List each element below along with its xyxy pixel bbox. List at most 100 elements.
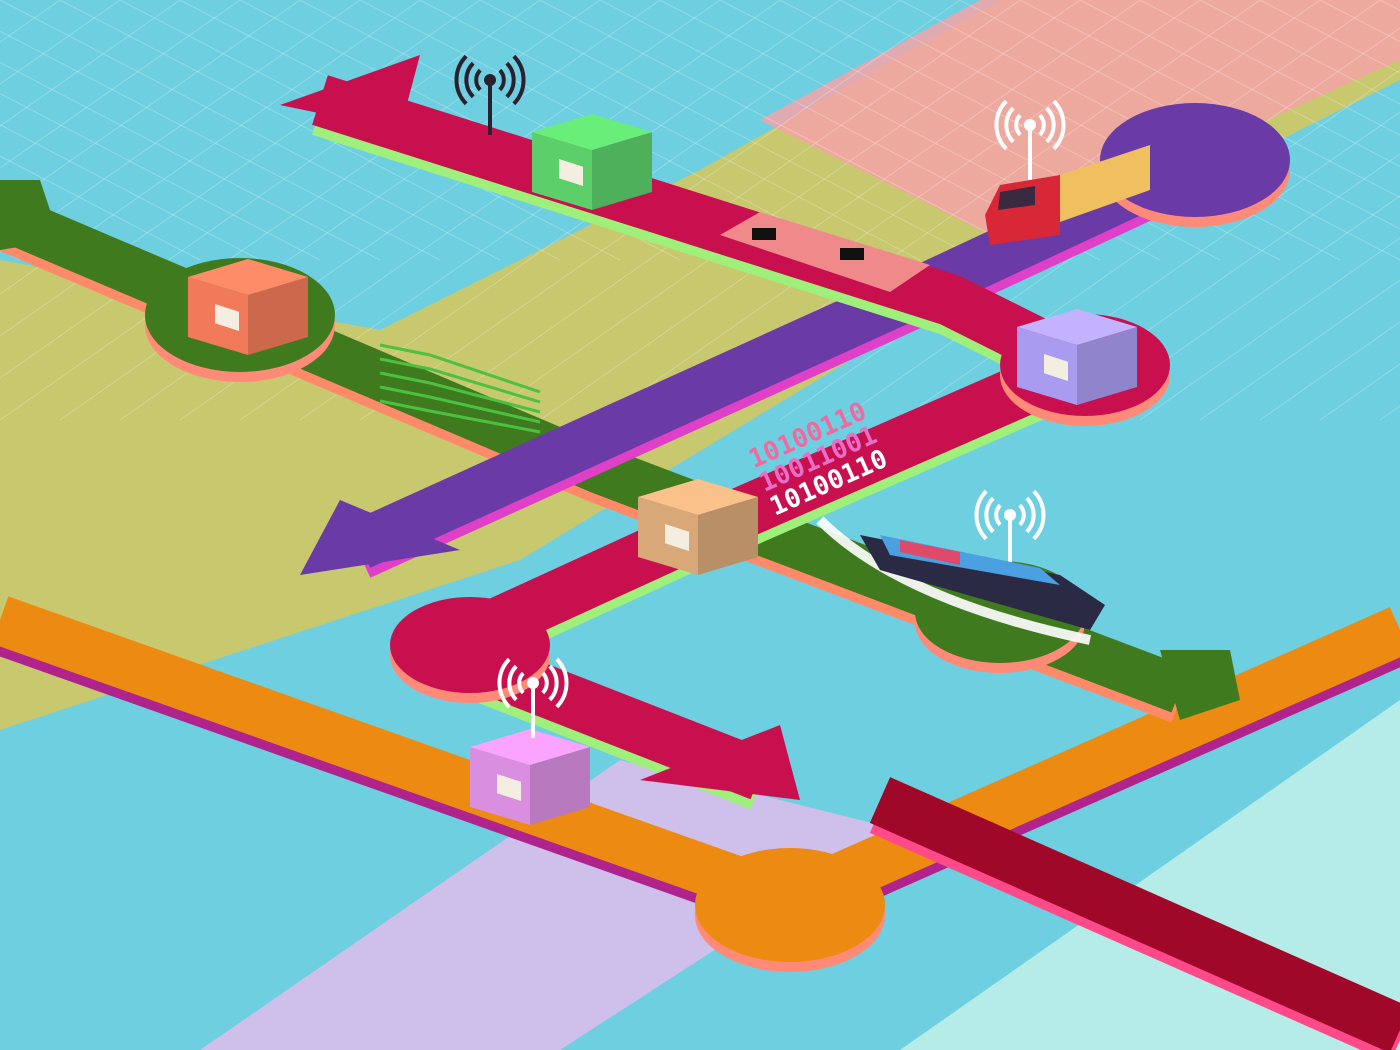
antenna-tip xyxy=(527,677,539,689)
signal-wave xyxy=(474,68,482,92)
grid-line xyxy=(0,0,601,421)
grid-line xyxy=(1259,0,1400,74)
box-label xyxy=(497,774,521,801)
grid-line xyxy=(539,0,1141,421)
signal-wave xyxy=(498,68,506,92)
circuit-trace xyxy=(379,343,541,394)
signal-wave xyxy=(555,657,569,709)
signal-wave xyxy=(1025,496,1036,534)
box-right xyxy=(698,497,758,575)
grid-line xyxy=(1199,279,1400,421)
chip xyxy=(752,228,776,240)
signal-wave xyxy=(505,61,516,99)
circuit-trace xyxy=(379,399,541,434)
grid-line xyxy=(0,0,301,211)
box-right xyxy=(248,277,308,355)
ship-containers xyxy=(900,540,960,565)
orange-hub xyxy=(695,848,885,962)
signal-wave xyxy=(1038,113,1046,137)
signal-wave xyxy=(984,496,995,534)
grid-line xyxy=(839,0,1341,261)
antenna-icon xyxy=(974,489,1046,570)
grid-line xyxy=(59,0,561,261)
pink-zone xyxy=(760,0,1400,240)
grid-line xyxy=(1139,237,1400,421)
truck-window xyxy=(998,186,1035,210)
arrow-head-icon xyxy=(640,725,800,800)
box-top xyxy=(470,729,590,765)
grid-line xyxy=(0,93,321,261)
grid-line xyxy=(0,61,381,261)
grid-line xyxy=(0,0,501,261)
signal-wave xyxy=(1045,106,1056,144)
box-right xyxy=(1077,327,1137,405)
box-right xyxy=(530,747,590,825)
box-top xyxy=(638,479,758,515)
grid-line xyxy=(0,0,121,85)
signal-wave xyxy=(512,54,526,106)
antenna-tip xyxy=(484,74,496,86)
grid-line xyxy=(1079,195,1400,421)
arrow-head-icon xyxy=(1160,650,1240,720)
ship-wake xyxy=(816,516,1092,645)
container-ship-icon xyxy=(816,516,1105,645)
package-box-icon xyxy=(532,114,652,210)
box-top xyxy=(532,114,652,150)
grid-line xyxy=(0,124,261,261)
box-label xyxy=(1044,354,1068,381)
signal-wave xyxy=(541,671,549,695)
antenna-tip xyxy=(1024,119,1036,131)
box-label xyxy=(665,524,689,551)
truck-trailer xyxy=(1060,145,1150,222)
signal-wave xyxy=(1018,503,1026,527)
box-top xyxy=(1017,309,1137,345)
arrow-head-icon xyxy=(300,500,460,575)
signal-wave xyxy=(1052,99,1066,151)
semi-truck-icon xyxy=(985,145,1150,245)
grid-line xyxy=(0,30,441,261)
grid-line xyxy=(419,0,921,261)
signal-wave xyxy=(464,61,475,99)
grid-line xyxy=(479,0,981,261)
circuit-trace xyxy=(379,385,541,424)
chip xyxy=(840,248,864,260)
grid-line xyxy=(0,0,421,295)
grid-line xyxy=(0,155,201,261)
antenna-tip xyxy=(1004,509,1016,521)
signal-wave xyxy=(1004,106,1015,144)
signal-wave xyxy=(994,99,1008,151)
signal-wave xyxy=(1014,113,1022,137)
pink-stripe xyxy=(200,760,900,1050)
grid-line xyxy=(1139,0,1400,136)
package-box-icon xyxy=(1017,309,1137,405)
box-top xyxy=(188,259,308,295)
package-box-icon xyxy=(638,479,758,575)
crimson-hub xyxy=(390,597,550,693)
grid-line xyxy=(1079,0,1400,167)
grid-line xyxy=(1199,0,1400,105)
signal-wave xyxy=(1032,489,1046,541)
signal-wave xyxy=(974,489,988,541)
objects xyxy=(188,54,1150,825)
arrow-head-icon xyxy=(280,55,420,130)
box-label xyxy=(559,159,583,186)
grid-line xyxy=(0,0,541,379)
grid-line xyxy=(479,0,1081,421)
signal-wave xyxy=(517,671,525,695)
signal-wave xyxy=(507,664,518,702)
circuit-trace xyxy=(379,357,541,404)
circuit-trace xyxy=(379,371,541,414)
antenna-icon xyxy=(497,657,569,738)
box-right xyxy=(592,132,652,210)
signal-wave xyxy=(497,657,511,709)
antenna-icon xyxy=(454,54,526,135)
signal-wave xyxy=(454,54,468,106)
dark-crimson-road xyxy=(869,777,1400,1050)
package-box-icon xyxy=(470,729,590,825)
signal-wave xyxy=(994,503,1002,527)
signal-wave xyxy=(548,664,559,702)
grid-line xyxy=(0,0,361,253)
arrow-head-icon xyxy=(0,180,60,250)
grid-line xyxy=(0,0,181,127)
package-box-icon xyxy=(188,259,308,355)
